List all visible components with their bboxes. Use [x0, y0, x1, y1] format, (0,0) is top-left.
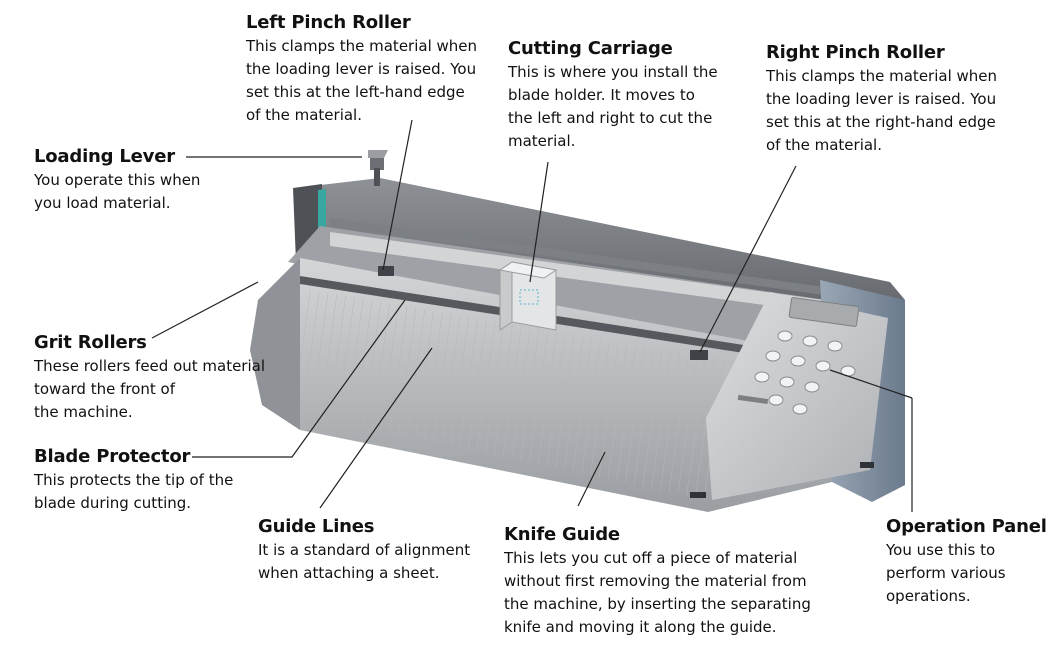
leader-right-pinch-roller: [699, 165, 797, 353]
leader-guide-lines: [319, 347, 433, 509]
callout-line: This lets you cut off a piece of materia…: [504, 549, 798, 567]
callout-title: Grit Rollers: [34, 332, 147, 353]
leader-cutting-carriage: [529, 161, 549, 283]
callout-line: the loading lever is raised. You: [246, 60, 477, 78]
machine-feet: [690, 462, 874, 498]
callout-line: set this at the left-hand edge: [246, 83, 465, 101]
callout-title: Left Pinch Roller: [246, 12, 411, 33]
leader-knife-guide: [577, 451, 606, 507]
panel-slot: [737, 394, 769, 405]
front-cover-ribs: [296, 290, 830, 500]
callout-line: the loading lever is raised. You: [766, 90, 997, 108]
callout-knife-guide: Knife Guide This lets you cut off a piec…: [504, 524, 811, 638]
callout-grit-rollers: Grit Rollers These rollers feed out mate…: [34, 332, 265, 423]
callout-right-pinch-roller: Right Pinch Roller This clamps the mater…: [766, 42, 997, 156]
callout-title: Loading Lever: [34, 146, 175, 167]
callout-operation-panel: Operation Panel You use this to perform …: [886, 516, 1047, 607]
callout-line: You operate this when: [34, 171, 201, 189]
panel-buttons: [754, 330, 856, 415]
callout-line: you load material.: [34, 194, 171, 212]
callout-line: material.: [508, 132, 576, 150]
leader-operation-panel-link: [829, 369, 913, 399]
callout-line: This is where you install the: [508, 63, 718, 81]
callout-line: of the material.: [246, 106, 362, 124]
callout-line: operations.: [886, 587, 971, 605]
callout-line: the machine, by inserting the separating: [504, 595, 811, 613]
callout-line: the machine.: [34, 403, 133, 421]
callout-line: It is a standard of alignment: [258, 541, 471, 559]
callout-line: of the material.: [766, 136, 882, 154]
leader-lines: [151, 119, 913, 512]
cutting-carriage-part: [498, 261, 558, 331]
callout-left-pinch-roller: Left Pinch Roller This clamps the materi…: [246, 12, 477, 126]
loading-lever-part: [368, 150, 388, 186]
callout-line: set this at the right-hand edge: [766, 113, 996, 131]
callout-line: These rollers feed out material: [34, 357, 266, 375]
guide-rail: [330, 232, 860, 318]
machine-illustration: [250, 150, 905, 512]
callout-title: Right Pinch Roller: [766, 42, 945, 63]
left-end-cap: [250, 258, 300, 430]
callout-title: Blade Protector: [34, 446, 191, 467]
callout-line: This protects the tip of the: [34, 471, 234, 489]
callout-line: when attaching a sheet.: [258, 564, 440, 582]
pinch-roller-parts: [378, 266, 708, 360]
blade-protector-strip: [300, 276, 840, 368]
callout-line: without first removing the material from: [504, 572, 807, 590]
leader-left-pinch-roller: [382, 119, 413, 271]
leader-grit-rollers: [151, 281, 259, 339]
callout-line: the left and right to cut the: [508, 109, 713, 127]
callout-title: Knife Guide: [504, 524, 620, 545]
callout-guide-lines: Guide Lines It is a standard of alignmen…: [258, 516, 470, 584]
callout-line: perform various: [886, 564, 1006, 582]
callout-line: blade during cutting.: [34, 494, 192, 512]
rear-rail: [330, 218, 860, 300]
panel-display: [788, 297, 860, 327]
callout-title: Operation Panel: [886, 516, 1047, 537]
callout-line: This clamps the material when: [246, 37, 478, 55]
callout-line: blade holder. It moves to: [508, 86, 695, 104]
callout-line: toward the front of: [34, 380, 176, 398]
callout-line: This clamps the material when: [766, 67, 998, 85]
leader-blade-protector: [192, 299, 406, 458]
callout-cutting-carriage: Cutting Carriage This is where you insta…: [508, 38, 718, 152]
callout-line: knife and moving it along the guide.: [504, 618, 777, 636]
callout-blade-protector: Blade Protector This protects the tip of…: [34, 446, 233, 514]
callout-title: Cutting Carriage: [508, 38, 673, 59]
operation-panel-housing: [706, 292, 888, 500]
callout-line: You use this to: [886, 541, 996, 559]
callout-loading-lever: Loading Lever You operate this when you …: [34, 146, 200, 214]
callout-title: Guide Lines: [258, 516, 375, 537]
